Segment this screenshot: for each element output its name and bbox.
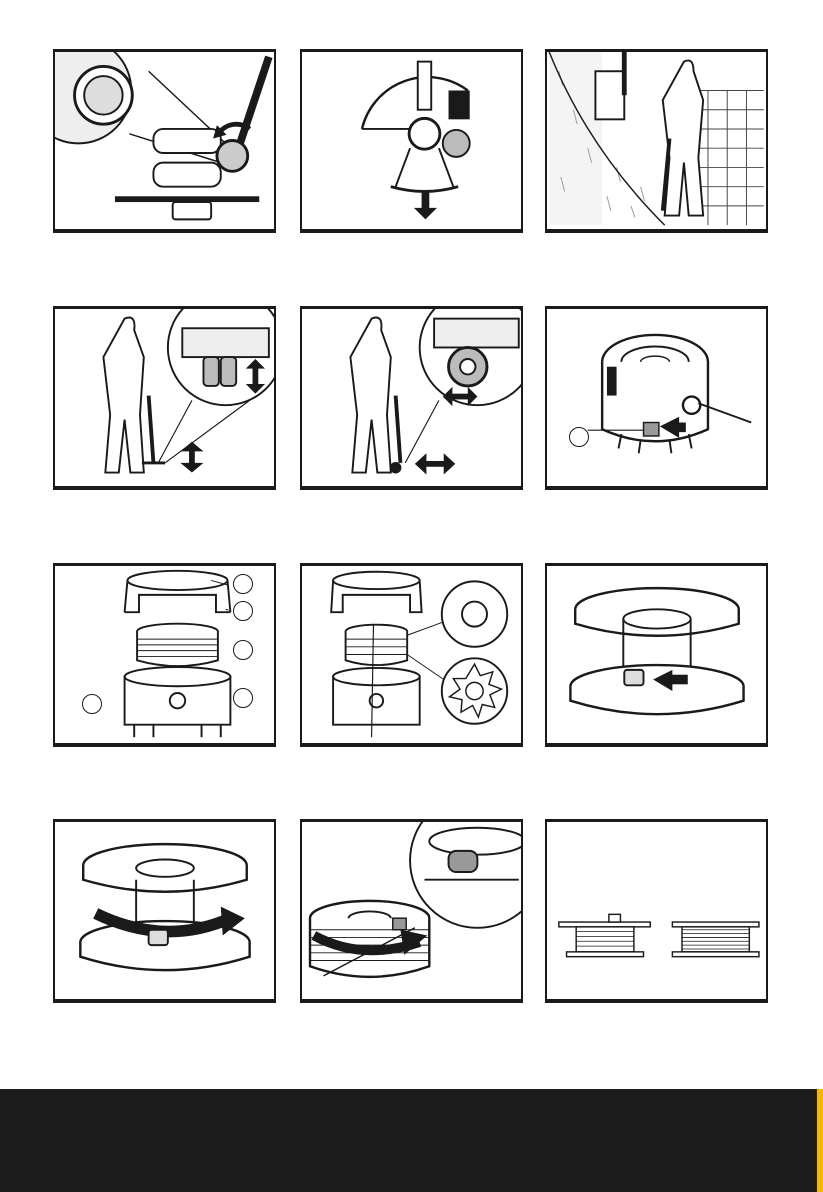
spool-housing-icon	[547, 309, 766, 486]
callout-circle	[233, 640, 253, 660]
footer-accent-edge	[817, 1089, 823, 1192]
grass-icon	[547, 52, 766, 229]
person-icon	[55, 309, 274, 486]
spool-icon	[547, 566, 766, 743]
panel-remove-guard-down	[300, 49, 523, 233]
spool-icon	[55, 822, 274, 999]
panel-spool-wound-comparison	[545, 819, 768, 1003]
callout-circle	[233, 601, 253, 621]
spool-icon	[302, 822, 521, 999]
callout-circle	[569, 427, 589, 447]
spool-side-view-icon	[547, 822, 766, 999]
double-arrow-horizontal-icon	[415, 387, 478, 475]
panel-head-height-adjust	[53, 306, 276, 490]
callout-circle	[233, 688, 253, 708]
footer-bar	[0, 1089, 823, 1192]
spool-cover-icon	[302, 566, 521, 743]
panel-spool-insert-line	[545, 563, 768, 747]
panel-adjust-handle-knob	[53, 49, 276, 233]
panel-spool-release-button	[545, 306, 768, 490]
panel-spool-exploded-view	[53, 563, 276, 747]
person-icon	[663, 60, 703, 215]
panel-spool-rotate	[53, 819, 276, 1003]
tile-path-icon	[694, 90, 764, 225]
person-icon	[302, 309, 521, 486]
adjust-knob-icon	[55, 52, 274, 229]
panel-edge-trimming-lawn	[545, 49, 768, 233]
guard-icon	[302, 52, 521, 229]
callout-circle	[82, 694, 102, 714]
panel-wheel-position-adjust	[300, 306, 523, 490]
panel-spool-detail-views	[300, 563, 523, 747]
callout-circle	[233, 574, 253, 594]
panel-spool-wind-line	[300, 819, 523, 1003]
